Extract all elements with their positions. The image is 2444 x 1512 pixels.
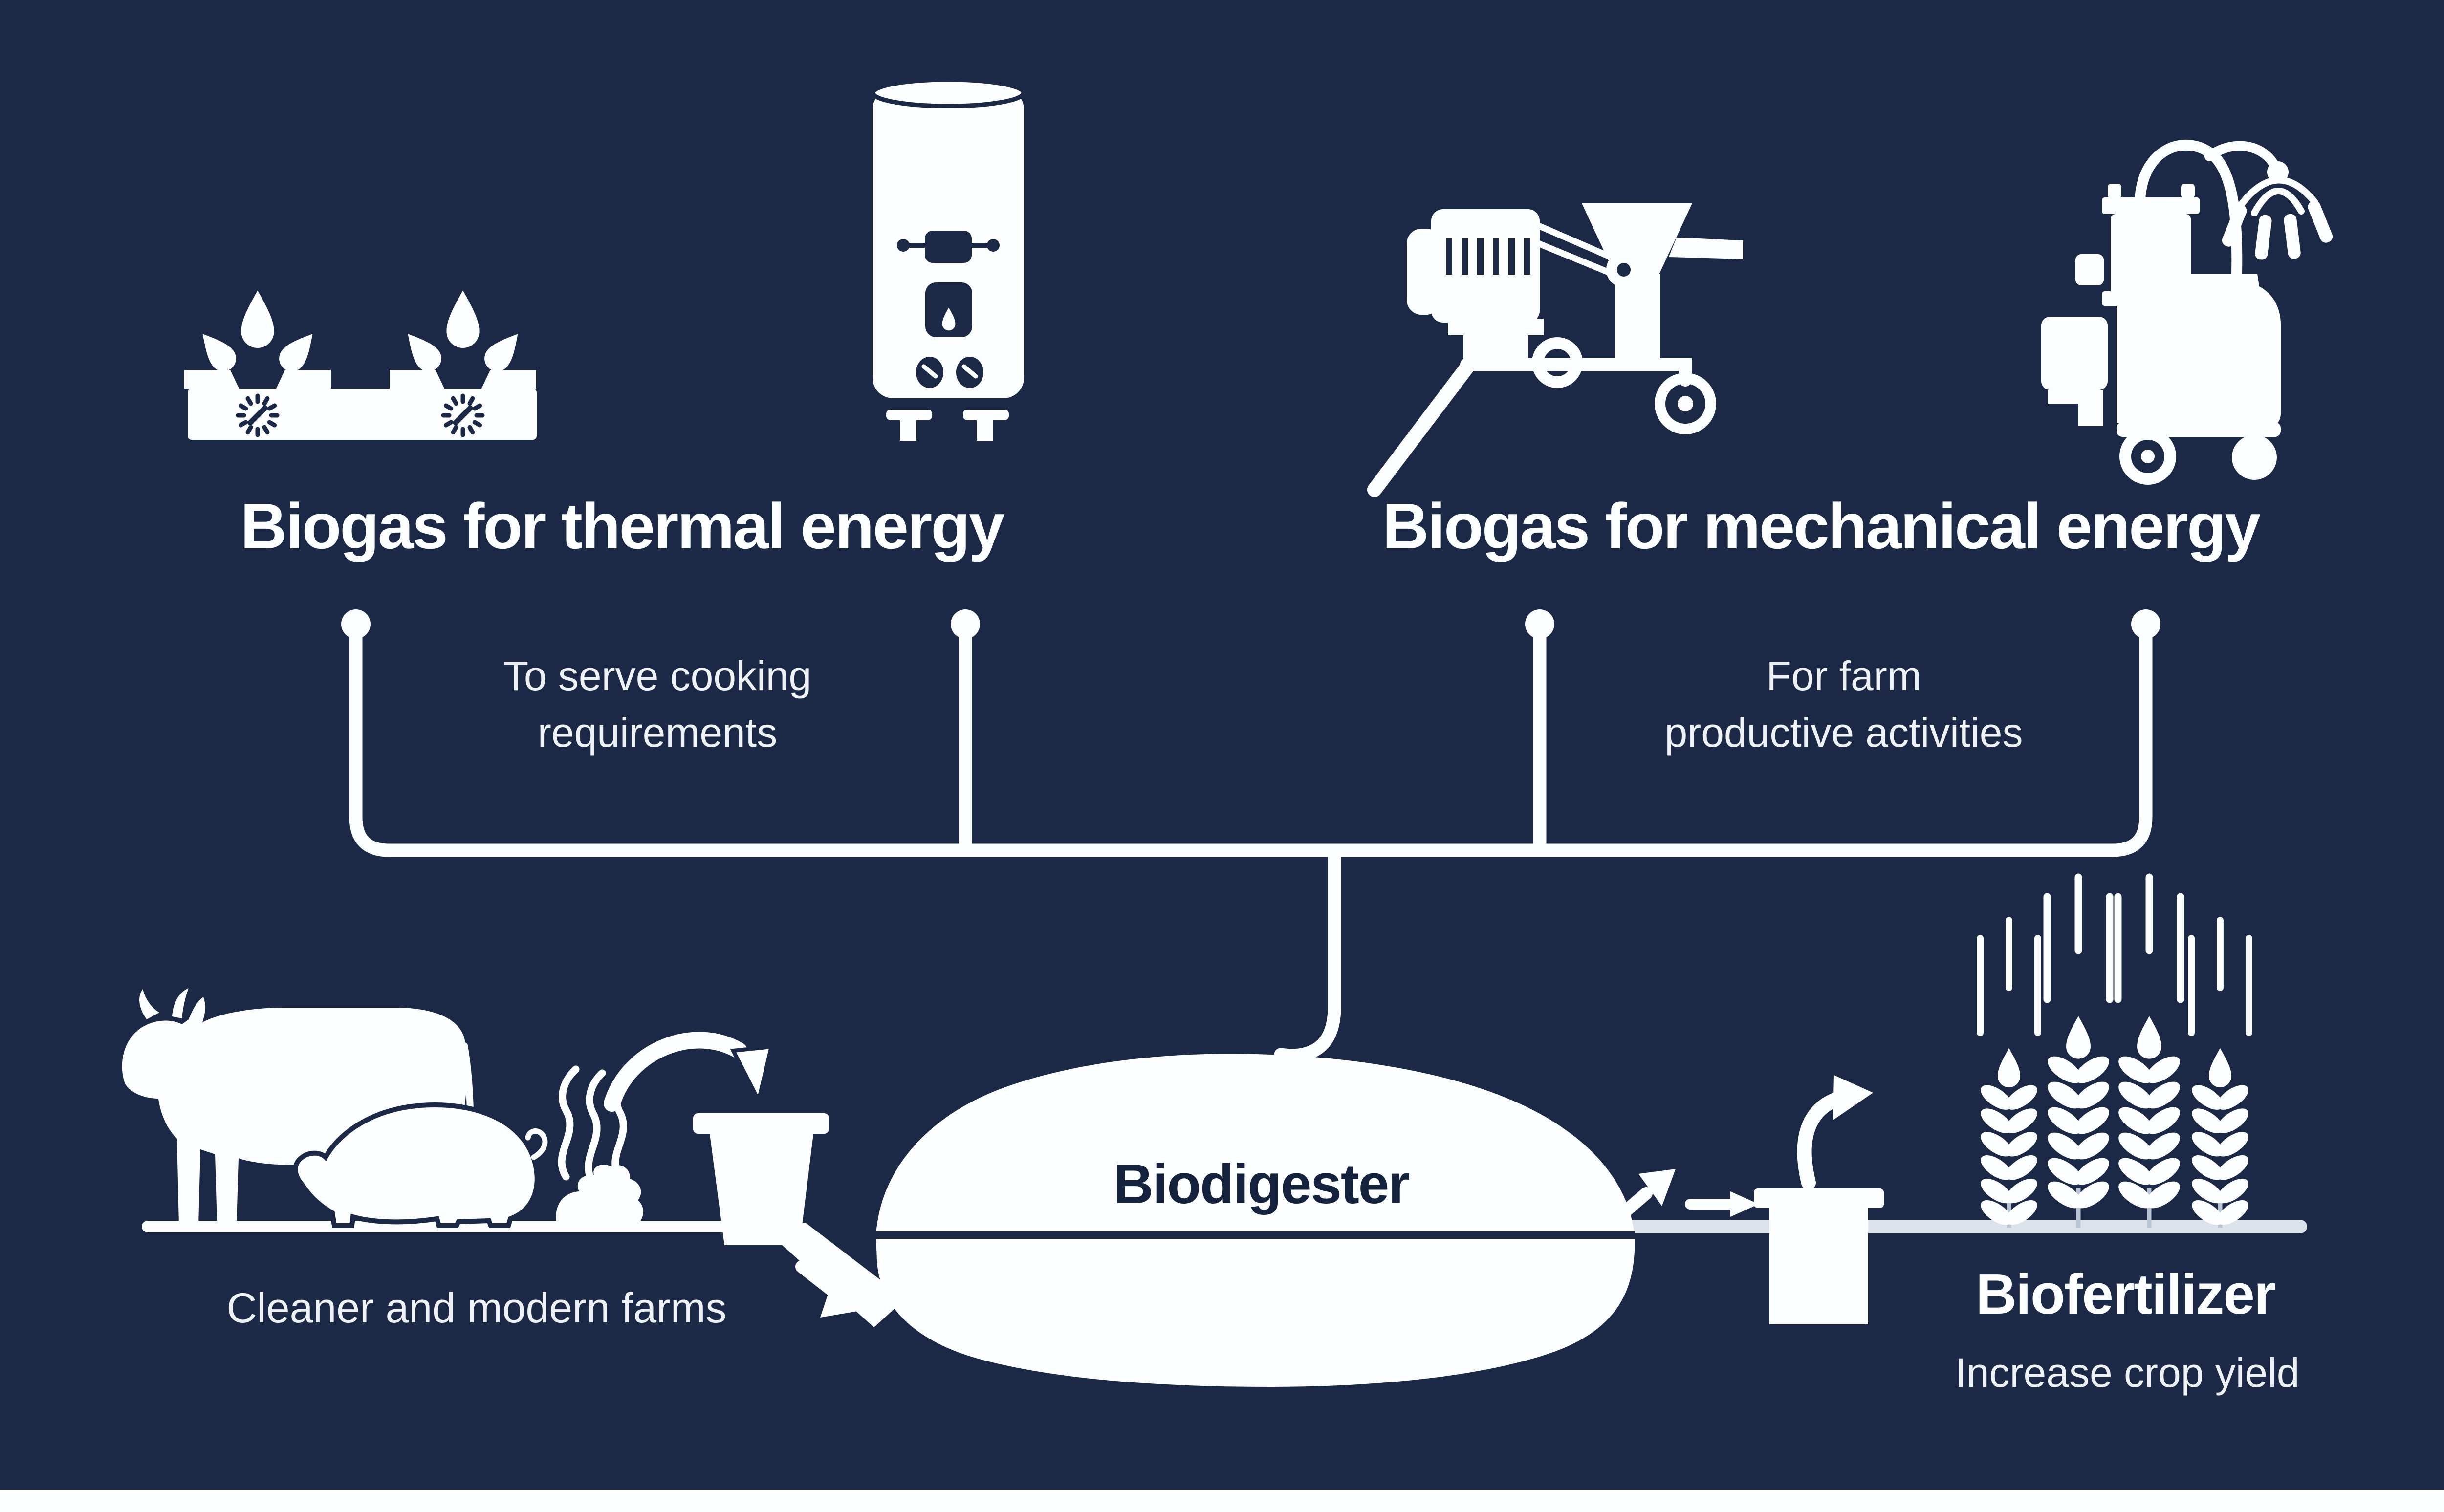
connector-dot bbox=[951, 609, 980, 639]
right-arrow-icon bbox=[1730, 1191, 1759, 1217]
ground-line-across-dome bbox=[874, 1231, 1635, 1239]
connector-dot bbox=[341, 609, 371, 639]
outlet-tank-icon bbox=[1754, 1188, 1884, 1324]
farm-caption: Cleaner and modern farms bbox=[227, 1285, 727, 1332]
manure-to-tank-arrow bbox=[604, 1032, 774, 1112]
biofertilizer-heading: Biofertilizer bbox=[1976, 1262, 2275, 1326]
manure-icon bbox=[556, 1165, 643, 1227]
pig-tail bbox=[525, 1128, 548, 1160]
gas-stove-icon bbox=[184, 290, 537, 440]
connector-dot bbox=[2131, 609, 2160, 639]
outlet-arrowhead bbox=[1638, 1169, 1676, 1206]
biodigester-label: Biodigester bbox=[1113, 1153, 1409, 1215]
milking-machine-icon bbox=[2041, 140, 2333, 485]
feed-grinder-icon bbox=[1367, 203, 1743, 497]
connector-lines bbox=[341, 609, 2160, 1062]
water-heater-icon bbox=[871, 77, 1026, 441]
biofertilizer-caption: Increase crop yield bbox=[1955, 1350, 2299, 1396]
ground-line-right bbox=[1619, 1220, 2307, 1233]
biodigester-icon: Biodigester bbox=[874, 1054, 1635, 1387]
inlet-tank-icon bbox=[693, 1113, 829, 1245]
pig-icon bbox=[293, 1102, 548, 1228]
thermal-note-line2: requirements bbox=[538, 710, 777, 756]
mechanical-title: Biogas for mechanical energy bbox=[1382, 490, 2261, 562]
thermal-note-line1: To serve cooking bbox=[503, 653, 811, 699]
inlet-pipe bbox=[763, 1223, 905, 1327]
bottom-white-strip bbox=[0, 1490, 2444, 1512]
cow-horn bbox=[172, 988, 189, 1018]
mechanical-note-line1: For farm bbox=[1766, 653, 1921, 699]
outlet-arrows bbox=[1619, 1169, 1759, 1217]
tank-to-crop-arrow bbox=[1797, 1075, 1873, 1190]
cow-horn bbox=[139, 989, 159, 1019]
connector-dot bbox=[1525, 609, 1554, 639]
wheat-icon bbox=[1977, 877, 2252, 1230]
inlet-flow-arrowhead bbox=[820, 1276, 866, 1318]
mechanical-note-line2: productive activities bbox=[1665, 710, 2023, 756]
thermal-title: Biogas for thermal energy bbox=[240, 490, 1004, 562]
